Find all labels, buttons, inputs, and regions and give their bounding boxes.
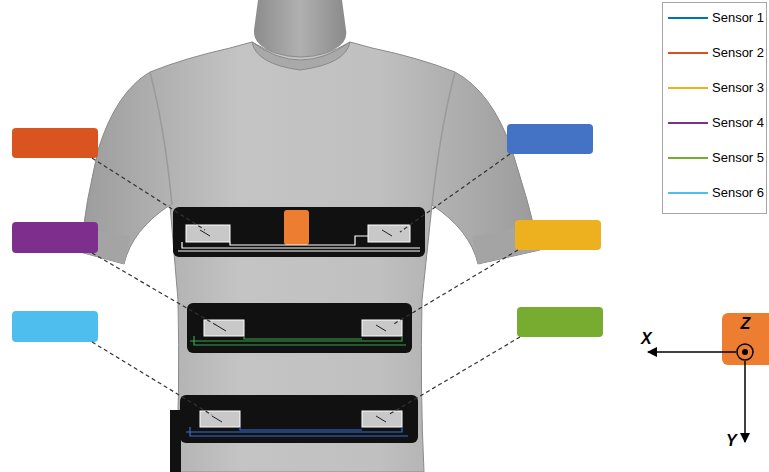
sensor-pad (368, 225, 410, 242)
sensor-mark (216, 325, 386, 331)
legend-label: Sensor 2 (712, 44, 764, 62)
axis-module (722, 313, 769, 365)
legend-label: Sensor 3 (712, 79, 764, 97)
legend-line-sample (668, 192, 708, 194)
legend-entry: Sensor 3 (663, 79, 766, 97)
legend-line-sample (668, 157, 708, 159)
leader-line (388, 337, 520, 415)
band-cable (170, 410, 181, 472)
collar (252, 42, 350, 70)
sensor-wire (178, 236, 420, 251)
sensor-mark (212, 416, 386, 422)
legend-box: Sensor 1 Sensor 2 Sensor 3 Sensor 4 Sensor 5… (662, 2, 767, 214)
shirt-fold (150, 72, 172, 205)
legend-line-sample (668, 122, 708, 124)
y-axis-arrow (744, 361, 746, 442)
axis-label: Z (725, 315, 766, 333)
callout-box (12, 222, 98, 253)
legend-line-sample (668, 87, 708, 89)
callout-box (507, 124, 593, 154)
legend-entry: Sensor 2 (663, 44, 766, 62)
z-axis-circle (737, 344, 753, 360)
x-axis-arrow (648, 351, 736, 353)
sensor-pad (362, 411, 402, 427)
sensor-pad (186, 225, 230, 242)
legend-entry: Sensor 4 (663, 114, 766, 132)
callout-box (12, 128, 98, 158)
shirt-fold (432, 72, 455, 205)
legend-line-sample (668, 17, 708, 19)
axis-label: Y (726, 432, 737, 450)
legend-label: Sensor 5 (712, 149, 764, 167)
legend-label: Sensor 1 (712, 9, 764, 27)
legend-entry: Sensor 1 (663, 9, 766, 27)
callout-box (517, 307, 603, 337)
sensor-mark (200, 230, 392, 236)
callout-box (515, 220, 601, 250)
sensor-pad (204, 320, 244, 336)
sensor-wire (186, 427, 408, 436)
sensor-band (173, 207, 425, 257)
leader-line (92, 342, 212, 415)
z-axis-dot (742, 349, 748, 355)
legend-entry: Sensor 5 (663, 149, 766, 167)
sensor-band (180, 395, 418, 443)
mannequin-neck (254, 0, 346, 58)
leader-line (92, 253, 216, 325)
sensor-band (187, 303, 412, 353)
orange-module (284, 210, 309, 245)
sensor-wire (190, 336, 406, 345)
axis-node: Z (722, 313, 769, 343)
legend-label: Sensor 6 (712, 184, 764, 202)
sensor-pad (200, 411, 240, 427)
leader-line (92, 158, 205, 230)
t-shirt (80, 42, 540, 472)
legend-label: Sensor 4 (712, 114, 764, 132)
leader-line (400, 154, 510, 232)
axis-label: X (641, 330, 652, 348)
legend-line-sample (668, 52, 708, 54)
leader-line (392, 250, 518, 325)
legend-entry: Sensor 6 (663, 184, 766, 202)
callout-box (12, 311, 98, 342)
